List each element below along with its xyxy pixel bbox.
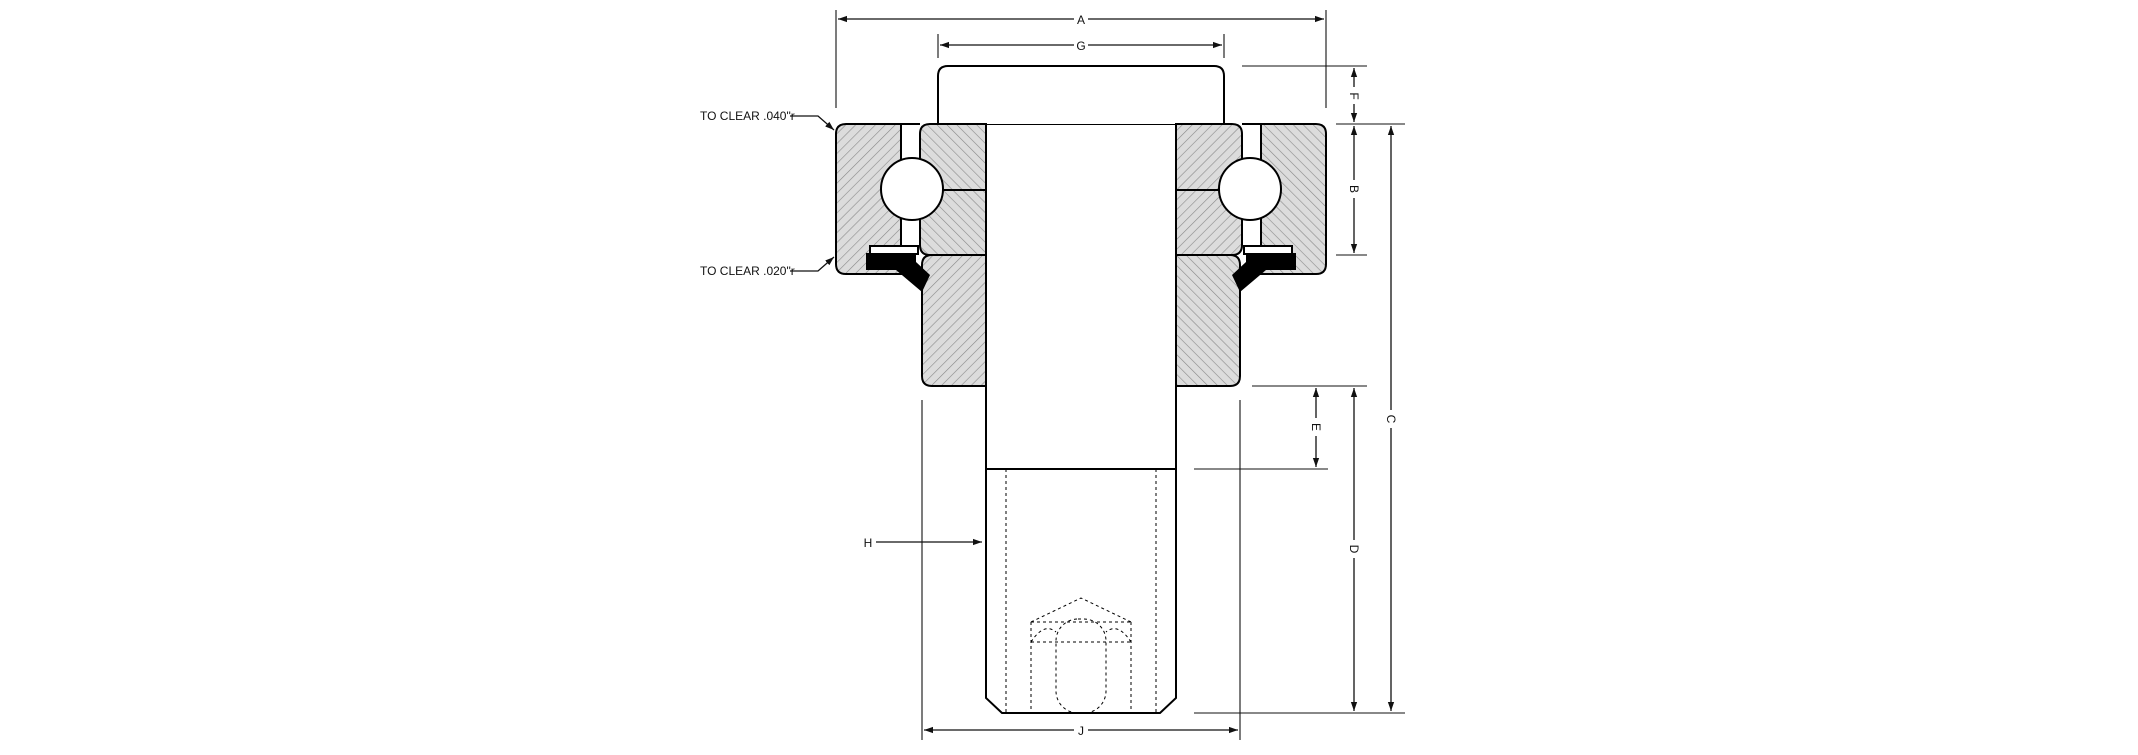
dimension-lines bbox=[838, 15, 1395, 734]
left-outer-race bbox=[835, 123, 902, 275]
left-seal bbox=[866, 253, 930, 292]
label-e: E bbox=[1309, 423, 1323, 431]
label-b: B bbox=[1347, 185, 1361, 193]
extension-lines bbox=[835, 10, 1405, 740]
shaft-upper-body bbox=[985, 123, 1177, 470]
label-d: D bbox=[1347, 545, 1361, 554]
hex-socket-hidden bbox=[1030, 597, 1132, 714]
right-seal bbox=[1232, 253, 1296, 292]
label-a: A bbox=[1077, 13, 1085, 27]
stud-head bbox=[937, 65, 1225, 124]
note-clear-020: TO CLEAR .020"r bbox=[700, 264, 795, 278]
label-f: F bbox=[1347, 92, 1361, 99]
right-bearing bbox=[1175, 123, 1327, 387]
clearance-notes: TO CLEAR .040"r TO CLEAR .020"r bbox=[700, 109, 795, 278]
left-bearing bbox=[835, 123, 987, 387]
label-j: J bbox=[1078, 724, 1084, 738]
label-c: C bbox=[1384, 415, 1398, 424]
label-g: G bbox=[1076, 39, 1085, 53]
shaft-threaded-end bbox=[985, 468, 1177, 714]
left-spacer-sleeve bbox=[921, 254, 987, 387]
dimension-labels: A G J H F B C E D bbox=[864, 13, 1398, 738]
right-spacer-sleeve bbox=[1175, 254, 1241, 387]
shaft bbox=[985, 123, 1177, 714]
label-h: H bbox=[864, 536, 873, 550]
right-ball bbox=[1218, 157, 1282, 221]
right-outer-race bbox=[1260, 123, 1327, 275]
left-ball bbox=[880, 157, 944, 221]
note-leaders bbox=[790, 115, 835, 272]
note-clear-040: TO CLEAR .040"r bbox=[700, 109, 795, 123]
